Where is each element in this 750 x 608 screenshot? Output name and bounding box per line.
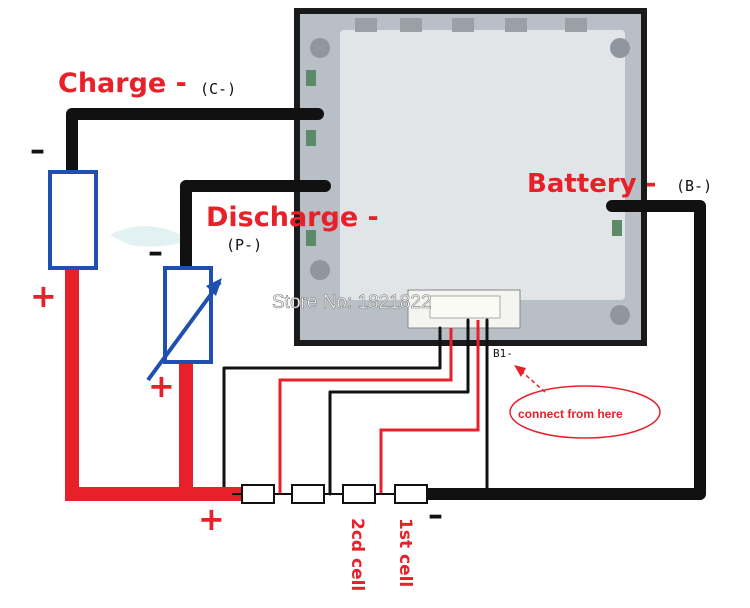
black-wires [66,108,706,500]
board-component [306,70,316,86]
board-terminal [505,18,527,32]
board-terminal [565,18,587,32]
load-minus-sign: – [148,235,163,270]
connect-callout-pointer [519,369,546,393]
discharge-code-label: (P-) [226,236,262,254]
cell-2-label: 2cd cell [347,518,367,591]
battery-code-label: (B-) [676,177,712,195]
cell-3 [291,484,325,504]
connect-label: connect from here [518,407,623,421]
cell-2 [342,484,376,504]
wire-charge-negative [66,108,324,186]
charger-plus-sign: + [30,277,57,315]
pack-plus-sign: + [198,500,225,538]
connect-callout-arrowhead [514,365,526,377]
battery-label: Battery - [527,169,656,199]
wire-battery-negative [414,200,706,500]
board-component [612,220,622,236]
board-shrink-wrap [340,30,625,300]
battery-cells [232,484,432,504]
wire-balance-b-plus [222,326,442,496]
pack-minus-sign: – [428,498,443,533]
mounting-hole [310,38,330,58]
watermark-shape [110,226,190,247]
mounting-hole [310,260,330,280]
store-watermark: Store No: 1821822 [272,292,432,313]
charge-label: Charge - [58,68,187,99]
board-terminal [400,18,422,32]
charge-code-label: (C-) [200,80,236,98]
board-terminal [355,18,377,32]
balance-connector-socket [429,295,501,319]
connect-callout [509,385,661,439]
wire-balance-2 [328,318,470,496]
discharge-label: Discharge - [206,202,379,233]
mounting-hole [610,305,630,325]
b1-label: B1- [493,347,513,360]
cell-4 [241,484,275,504]
load-arrow-head [206,278,222,296]
wire-discharge-negative [180,180,331,274]
wire-balance-1 [278,328,453,494]
wire-balance-3 [379,320,480,494]
bms-board [294,8,647,346]
red-wires [65,262,480,501]
cell-1 [394,484,428,504]
charger-minus-sign: – [30,133,45,168]
board-terminal [452,18,474,32]
charger-symbol [48,170,98,270]
cell-1-label: 1st cell [395,518,415,587]
mounting-hole [610,38,630,58]
load-plus-sign: + [148,367,175,405]
board-component [306,230,316,246]
board-component [306,130,316,146]
load-variable-arrow [146,280,222,382]
